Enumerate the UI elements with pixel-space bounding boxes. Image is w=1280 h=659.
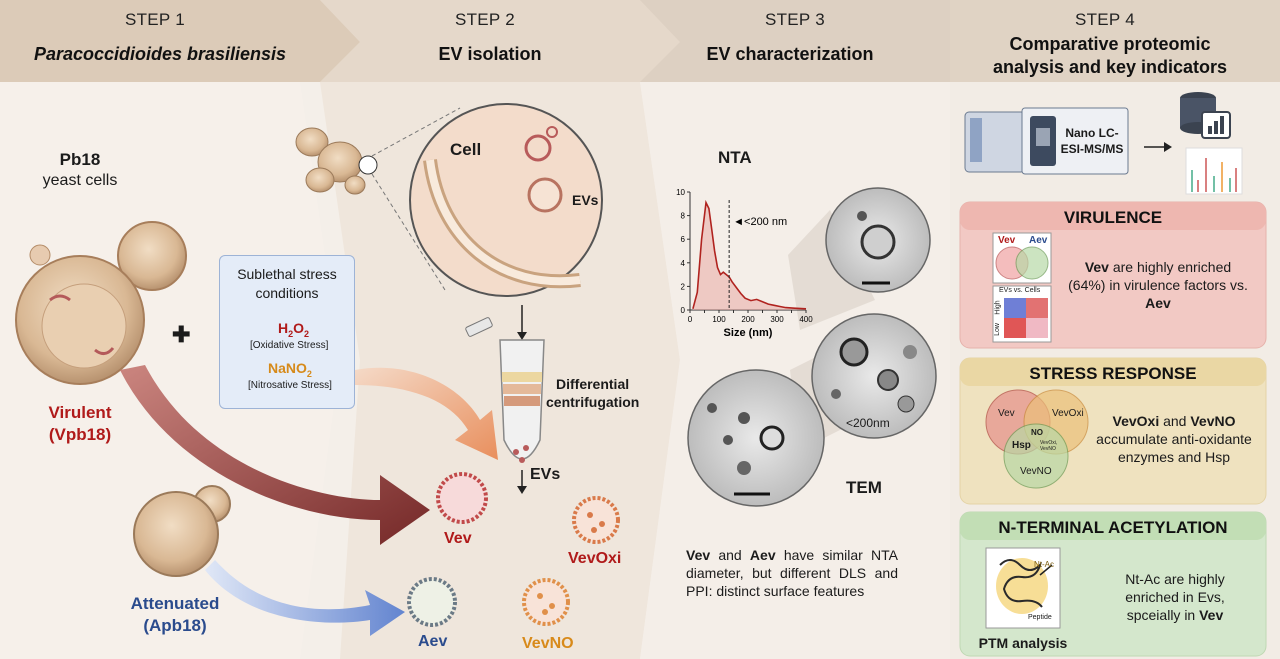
step3-label: STEP 3 xyxy=(764,10,826,29)
tem-image-1 xyxy=(825,187,931,293)
vev-icon xyxy=(436,472,488,524)
nitrosative-stress-label: [Nitrosative Stress] xyxy=(248,380,332,391)
stress-conditions-box: Sublethal stress conditions H2O2 [Oxidat… xyxy=(219,255,355,409)
tem-label: TEM xyxy=(846,478,882,497)
step4-label: STEP 4 xyxy=(1074,10,1136,29)
nta-y-tick-label: 6 xyxy=(681,235,686,244)
virulence-title: VIRULENCE xyxy=(1063,208,1163,227)
step3-summary: Vev and Aev have similar NTA diameter, b… xyxy=(686,547,898,599)
nta-y-tick-label: 10 xyxy=(676,188,685,197)
centrifuge-tube-illustration xyxy=(465,317,545,463)
virulent-label: Virulent xyxy=(48,403,112,422)
peptide-label: Peptide xyxy=(1028,614,1052,621)
aev-label: Aev xyxy=(418,633,448,650)
database-icon xyxy=(1180,92,1231,139)
yeast-cells-label: yeast cells xyxy=(42,172,118,189)
instrument-label-line1: Nano LC- xyxy=(1065,126,1119,140)
nta-x-tick-label: 200 xyxy=(741,315,755,324)
stress-venn-hsp: Hsp xyxy=(1012,440,1031,451)
venn-vev-label: Vev xyxy=(998,235,1016,246)
step1-label: STEP 1 xyxy=(124,10,186,29)
vevno-icon xyxy=(522,578,570,626)
oxidative-stress-label: [Oxidative Stress] xyxy=(250,340,329,351)
nta-x-axis-label: Size (nm) xyxy=(724,327,773,339)
pb18-label: Pb18 xyxy=(59,150,101,169)
plus-icon: ✚ xyxy=(172,322,191,347)
nta-y-tick-label: 4 xyxy=(681,259,686,268)
vevno-label: VevNO xyxy=(522,635,574,652)
step4-title-line1: Comparative proteomic xyxy=(1009,34,1211,54)
stress-response-title: STRESS RESPONSE xyxy=(1029,364,1197,383)
stress-venn-vev: Vev xyxy=(998,408,1015,419)
cell-label: Cell xyxy=(450,140,482,159)
differential-label: Differential xyxy=(556,376,630,392)
heatmap-title: EVs vs. Cells xyxy=(999,287,1041,294)
step4-title-line2: analysis and key indicators xyxy=(992,57,1228,77)
vevoxi-icon xyxy=(572,496,620,544)
h2o2-label: H2O2 xyxy=(278,320,310,339)
stress-text: VevOxi and VevNO accumulate anti-oxidant… xyxy=(1096,413,1252,465)
nta-series-area xyxy=(692,202,806,310)
ntac-peptide-label: Nt-Ac xyxy=(1034,560,1054,569)
small-cells-illustration xyxy=(295,127,378,195)
acetylation-title: N-TERMINAL ACETYLATION xyxy=(998,518,1228,537)
nano2-label: NaNO2 xyxy=(268,360,312,379)
nta-x-tick-label: 100 xyxy=(712,315,726,324)
venn-aev-label: Aev xyxy=(1029,235,1048,246)
nta-x-tick-label: 300 xyxy=(770,315,784,324)
step1-title: Paracoccidioides brasiliensis xyxy=(33,44,287,64)
vev-label: Vev xyxy=(444,530,472,547)
nta-y-tick-label: 2 xyxy=(681,282,686,291)
attenuated-strain-label: (Apb18) xyxy=(143,616,207,635)
nta-x-tick-label: 400 xyxy=(799,315,813,324)
evs-output-label: EVs xyxy=(530,466,561,483)
tem-scale-label: <200nm xyxy=(846,416,890,430)
nta-annotation: ◄<200 nm xyxy=(733,216,787,228)
acetylation-text: Nt-Ac are highly enriched in Evs, spceia… xyxy=(1125,571,1225,623)
nta-label: NTA xyxy=(718,148,752,167)
mass-spec-instrument xyxy=(964,107,1129,175)
attenuated-label: Attenuated xyxy=(130,594,220,613)
nta-series-line xyxy=(692,199,807,310)
tem-image-3 xyxy=(687,369,825,507)
centrifugation-label: centrifugation xyxy=(546,394,640,410)
nta-y-tick-label: 8 xyxy=(681,212,686,221)
stress-venn-vevno: VevNO xyxy=(1020,466,1052,477)
step3-title: EV characterization xyxy=(706,44,874,64)
virulence-text: Vev are highly enriched (64%) in virulen… xyxy=(1068,259,1248,311)
stress-title-line1: Sublethal stress xyxy=(237,266,337,282)
vevoxi-label: VevOxi xyxy=(568,550,622,567)
evs-zoom-label: EVs xyxy=(572,192,599,208)
stress-venn-vevoxi: VevOxi xyxy=(1052,408,1084,419)
nta-y-tick-label: 0 xyxy=(681,306,686,315)
ptm-analysis-label: PTM analysis xyxy=(978,635,1068,651)
stress-venn-center: VevOxi, VevNO xyxy=(1040,440,1058,452)
heatmap-low: Low xyxy=(993,323,1001,336)
instrument-label-line2: ESI-MS/MS xyxy=(1060,142,1124,156)
stress-venn-no: NO xyxy=(1031,428,1043,437)
virulent-strain-label: (Vpb18) xyxy=(48,425,112,444)
step2-label: STEP 2 xyxy=(454,10,516,29)
cell-zoom-circle xyxy=(409,103,603,297)
nta-x-tick-label: 0 xyxy=(688,315,693,324)
spectrum-icon xyxy=(1185,147,1243,195)
stress-title-line2: conditions xyxy=(255,285,319,301)
virulent-cell-illustration xyxy=(15,221,187,385)
aev-icon xyxy=(407,577,457,627)
step2-title: EV isolation xyxy=(438,44,542,64)
tem-image-2 xyxy=(811,313,937,439)
heatmap-high: High xyxy=(994,300,1002,315)
attenuated-cell-illustration xyxy=(133,485,231,577)
